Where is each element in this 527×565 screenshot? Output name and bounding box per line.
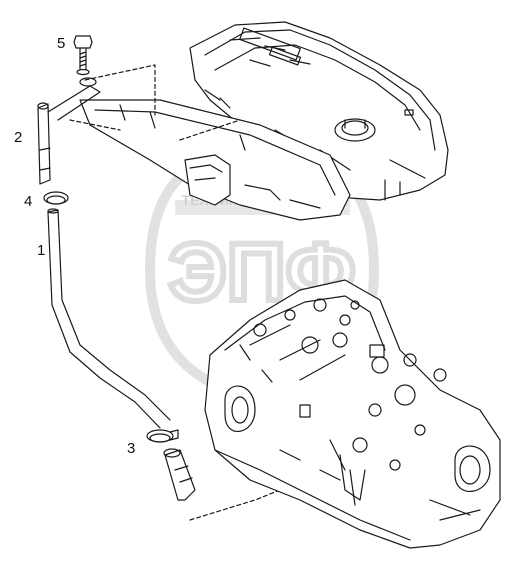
callout-3: 3 <box>127 440 136 457</box>
part-3-hose-clamp <box>146 429 179 443</box>
lower-tube-fitting <box>163 448 196 501</box>
part-2-tube-bracket <box>37 77 101 185</box>
callout-1: 1 <box>37 242 46 259</box>
engine-block <box>204 279 501 549</box>
callout-5: 5 <box>57 35 66 52</box>
part-1-dipstick-tube <box>47 208 171 429</box>
part-5-bolt <box>73 35 93 76</box>
callout-4: 4 <box>24 193 33 210</box>
part-4-clamp <box>43 191 69 205</box>
bracket-plate <box>79 99 351 221</box>
callout-2: 2 <box>14 129 23 146</box>
